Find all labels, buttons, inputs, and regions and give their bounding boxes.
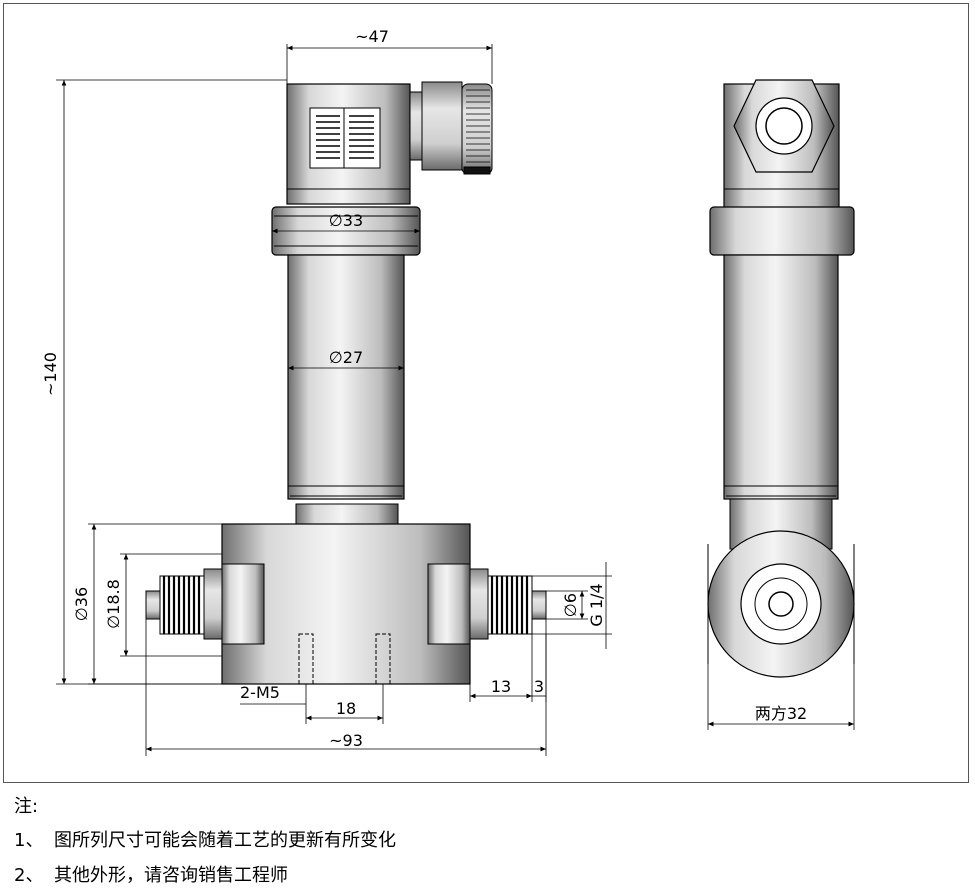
note-item: 1、图所列尺寸可能会随着工艺的更新有所变化	[14, 826, 396, 852]
note-text: 其他外形，请咨询销售工程师	[54, 865, 288, 886]
front-view: ~47 ~140 ∅33 ∅27 ∅36 ∅18.8 2-M5 18 ~93 1…	[41, 27, 612, 756]
technical-drawing: ~47 ~140 ∅33 ∅27 ∅36 ∅18.8 2-M5 18 ~93 1…	[41, 27, 855, 756]
technical-drawing-frame: ~47 ~140 ∅33 ∅27 ∅36 ∅18.8 2-M5 18 ~93 1…	[3, 3, 969, 783]
dim-body-dia: ∅27	[329, 348, 363, 367]
note-item: 2、其他外形，请咨询销售工程师	[14, 861, 288, 887]
cable-gland	[409, 81, 493, 175]
m5-holes	[298, 633, 391, 685]
note-number: 1、	[14, 830, 44, 851]
dim-port-dia: ∅18.8	[104, 579, 123, 629]
connector-grill	[309, 107, 381, 169]
dim-hole-spacing: 18	[336, 699, 356, 718]
dim-collar-dia: ∅33	[329, 211, 363, 230]
dim-height: ~140	[41, 352, 60, 396]
left-threaded-fitting	[145, 575, 205, 635]
note-text: 图所列尺寸可能会随着工艺的更新有所变化	[54, 830, 396, 851]
dim-top-width: ~47	[355, 27, 389, 46]
dim-thread-hole: 2-M5	[240, 683, 280, 702]
dim-thread: G 1/4	[587, 583, 606, 626]
dim-bore-dia: ∅6	[561, 593, 580, 617]
note-number: 2、	[14, 865, 44, 886]
dim-fitting-len: 13	[491, 677, 511, 696]
dim-flange-dia: ∅36	[72, 587, 91, 621]
dim-fitting-tip: 3	[534, 677, 544, 696]
dim-total-width: ~93	[329, 731, 363, 750]
main-tube	[287, 254, 405, 500]
side-tube	[723, 254, 839, 500]
right-threaded-fitting	[487, 575, 547, 635]
side-view: 两方32	[707, 79, 855, 730]
notes-heading: 注:	[14, 796, 39, 817]
side-collar	[709, 206, 855, 256]
dim-square: 两方32	[755, 704, 807, 723]
front-dimensions	[56, 44, 612, 756]
